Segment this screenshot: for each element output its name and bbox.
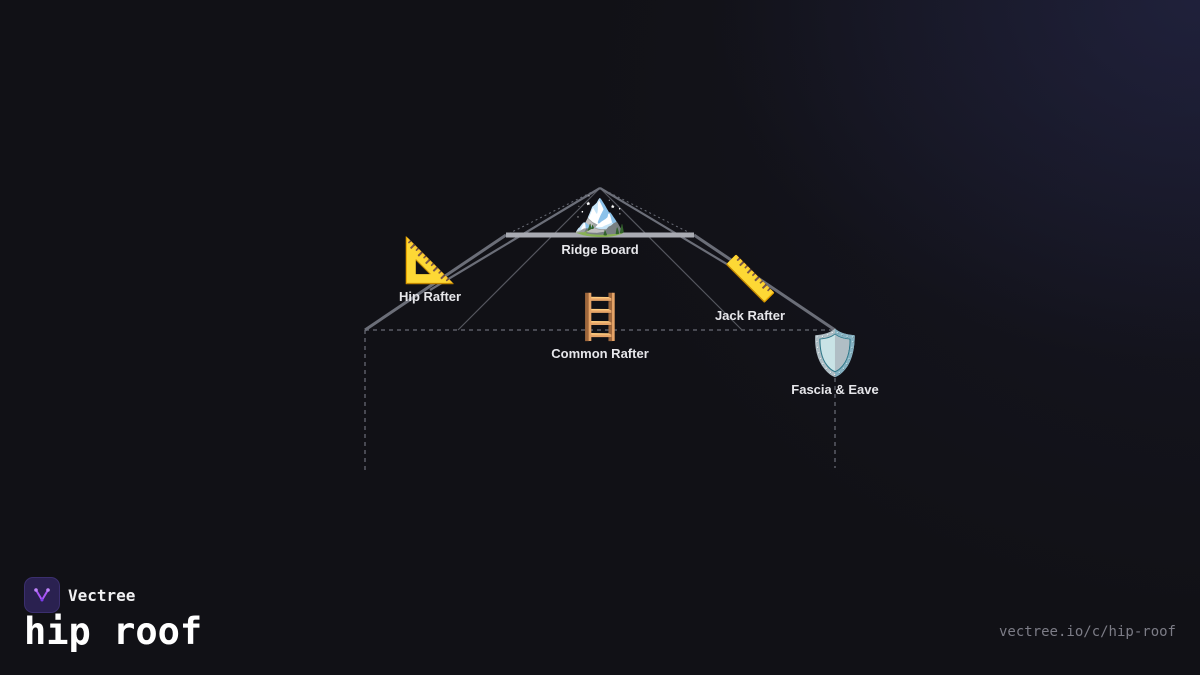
hip-line-left (429, 187, 601, 291)
node-hip-rafter: 📐 Hip Rafter (398, 236, 462, 305)
node-common-rafter: 🪜 Common Rafter (551, 293, 649, 362)
fascia-eave-label: Fascia & Eave (791, 382, 879, 397)
ridge-board-label: Ridge Board (561, 242, 639, 257)
roof-line-left-outer (364, 233, 507, 332)
roof-line-right-outer (693, 233, 836, 332)
peak-dotted-right (599, 187, 693, 235)
mountain-icon: 🏔️ (572, 189, 628, 238)
jack-rafter-label: Jack Rafter (714, 308, 786, 323)
hip-rafter-label: Hip Rafter (398, 289, 462, 304)
node-fascia-eave: 🛡️ Fascia & Eave (791, 329, 879, 398)
hip-line-right (599, 187, 771, 291)
node-jack-rafter: 📏 Jack Rafter (714, 255, 786, 324)
brand-name: Vectree (68, 585, 136, 605)
source-url: vectree.io/c/hip-roof (998, 624, 1176, 640)
brand: Vectree (24, 577, 135, 613)
inner-rafter-right (599, 187, 743, 331)
inner-rafter-left (457, 187, 601, 331)
common-rafter-label: Common Rafter (551, 346, 649, 361)
shield-icon: 🛡️ (807, 329, 863, 378)
page-title: hip roof (24, 610, 203, 653)
triangular-ruler-icon: 📐 (402, 236, 458, 285)
straight-ruler-icon: 📏 (722, 255, 778, 304)
peak-dotted-left (507, 187, 601, 235)
ladder-icon: 🪜 (572, 293, 628, 342)
node-ridge-board: 🏔️ Ridge Board (561, 189, 639, 258)
vectree-logo-icon (24, 577, 60, 613)
